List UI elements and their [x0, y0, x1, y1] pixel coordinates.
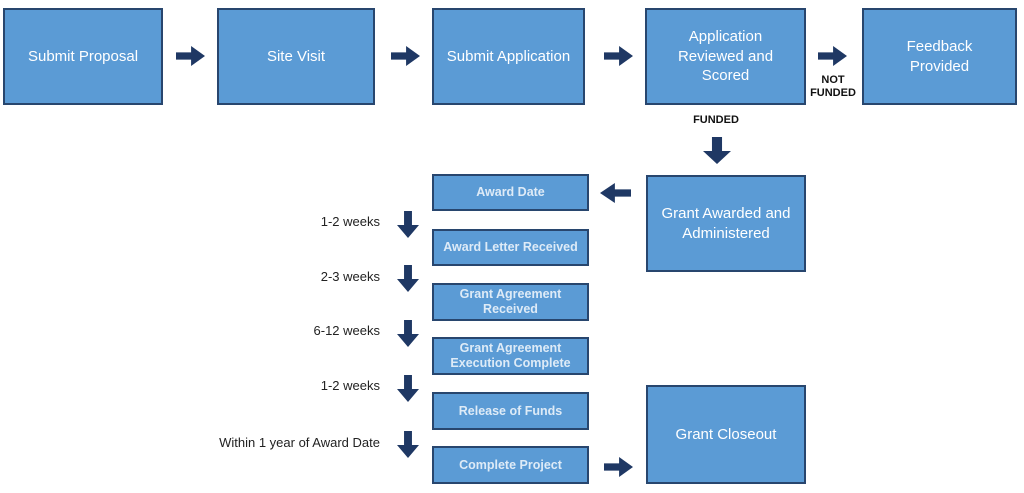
left-arrow-icon — [600, 183, 631, 203]
down-arrow-icon — [703, 137, 731, 164]
down-arrow-icon — [397, 265, 419, 292]
right-arrow-icon — [818, 46, 847, 66]
flow-box-submit-proposal: Submit Proposal — [3, 8, 163, 105]
funded-branch-label: FUNDED — [693, 114, 739, 126]
timeline-box-release-of-funds: Release of Funds — [432, 392, 589, 430]
right-arrow-icon — [604, 46, 633, 66]
flow-box-application-reviewed-and-scored: Application Reviewed and Scored — [645, 8, 806, 105]
duration-label-agreement-received: 2-3 weeks — [320, 269, 380, 284]
flow-box-submit-application: Submit Application — [432, 8, 585, 105]
down-arrow-icon — [397, 320, 419, 347]
duration-label-release-of-funds: 1-2 weeks — [320, 378, 380, 393]
not-funded-branch-label: NOT FUNDED — [810, 74, 856, 100]
flow-box-grant-closeout: Grant Closeout — [646, 385, 806, 484]
flow-box-site-visit: Site Visit — [217, 8, 375, 105]
duration-label-agreement-execution: 6-12 weeks — [313, 323, 380, 338]
right-arrow-icon — [604, 457, 633, 477]
timeline-box-grant-agreement-execution-complete: Grant Agreement Execution Complete — [432, 337, 589, 375]
flow-box-grant-awarded-and-administered: Grant Awarded and Administered — [646, 175, 806, 272]
timeline-box-award-letter-received: Award Letter Received — [432, 229, 589, 266]
right-arrow-icon — [391, 46, 420, 66]
down-arrow-icon — [397, 431, 419, 458]
timeline-box-grant-agreement-received: Grant Agreement Received — [432, 283, 589, 321]
timeline-box-award-date: Award Date — [432, 174, 589, 211]
timeline-box-complete-project: Complete Project — [432, 446, 589, 484]
right-arrow-icon — [176, 46, 205, 66]
down-arrow-icon — [397, 211, 419, 238]
duration-label-complete-project: Within 1 year of Award Date — [219, 435, 380, 450]
flow-box-feedback-provided: Feedback Provided — [862, 8, 1017, 105]
duration-label-award-letter: 1-2 weeks — [320, 214, 380, 229]
down-arrow-icon — [397, 375, 419, 402]
